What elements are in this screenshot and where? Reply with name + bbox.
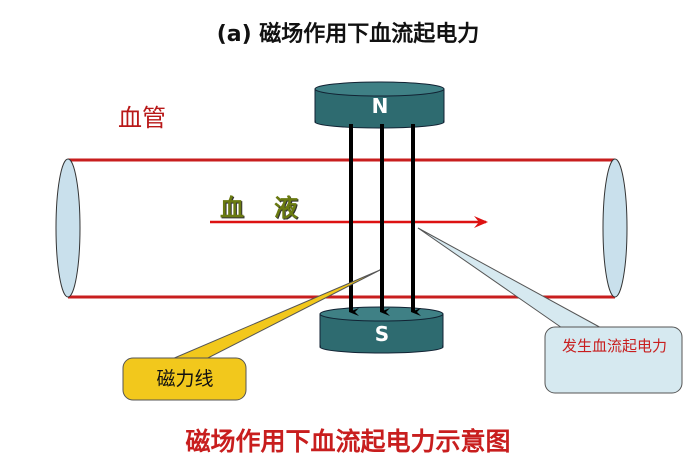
diagram-caption: 磁场作用下血流起电力示意图 (185, 427, 511, 456)
tube-left-end (55, 158, 81, 298)
tube-right-end (602, 158, 628, 298)
field-lines-callout-text: 磁力线 (156, 368, 214, 390)
emf-callout (417, 227, 683, 394)
north-pole-label: N (371, 94, 389, 118)
emf-callout-text: 发生血流起电力 (561, 337, 667, 355)
field-lines-callout (122, 269, 381, 401)
blood-label: 血液 (220, 194, 328, 222)
north-magnet (314, 81, 445, 129)
magnetic-field-lines (349, 124, 421, 316)
south-magnet (319, 306, 444, 354)
vessel-label: 血管 (118, 104, 166, 132)
blood-vessel-tube (55, 158, 628, 299)
south-pole-label: S (374, 322, 390, 346)
diagram-title: (a) 磁场作用下血流起电力 (216, 22, 480, 47)
